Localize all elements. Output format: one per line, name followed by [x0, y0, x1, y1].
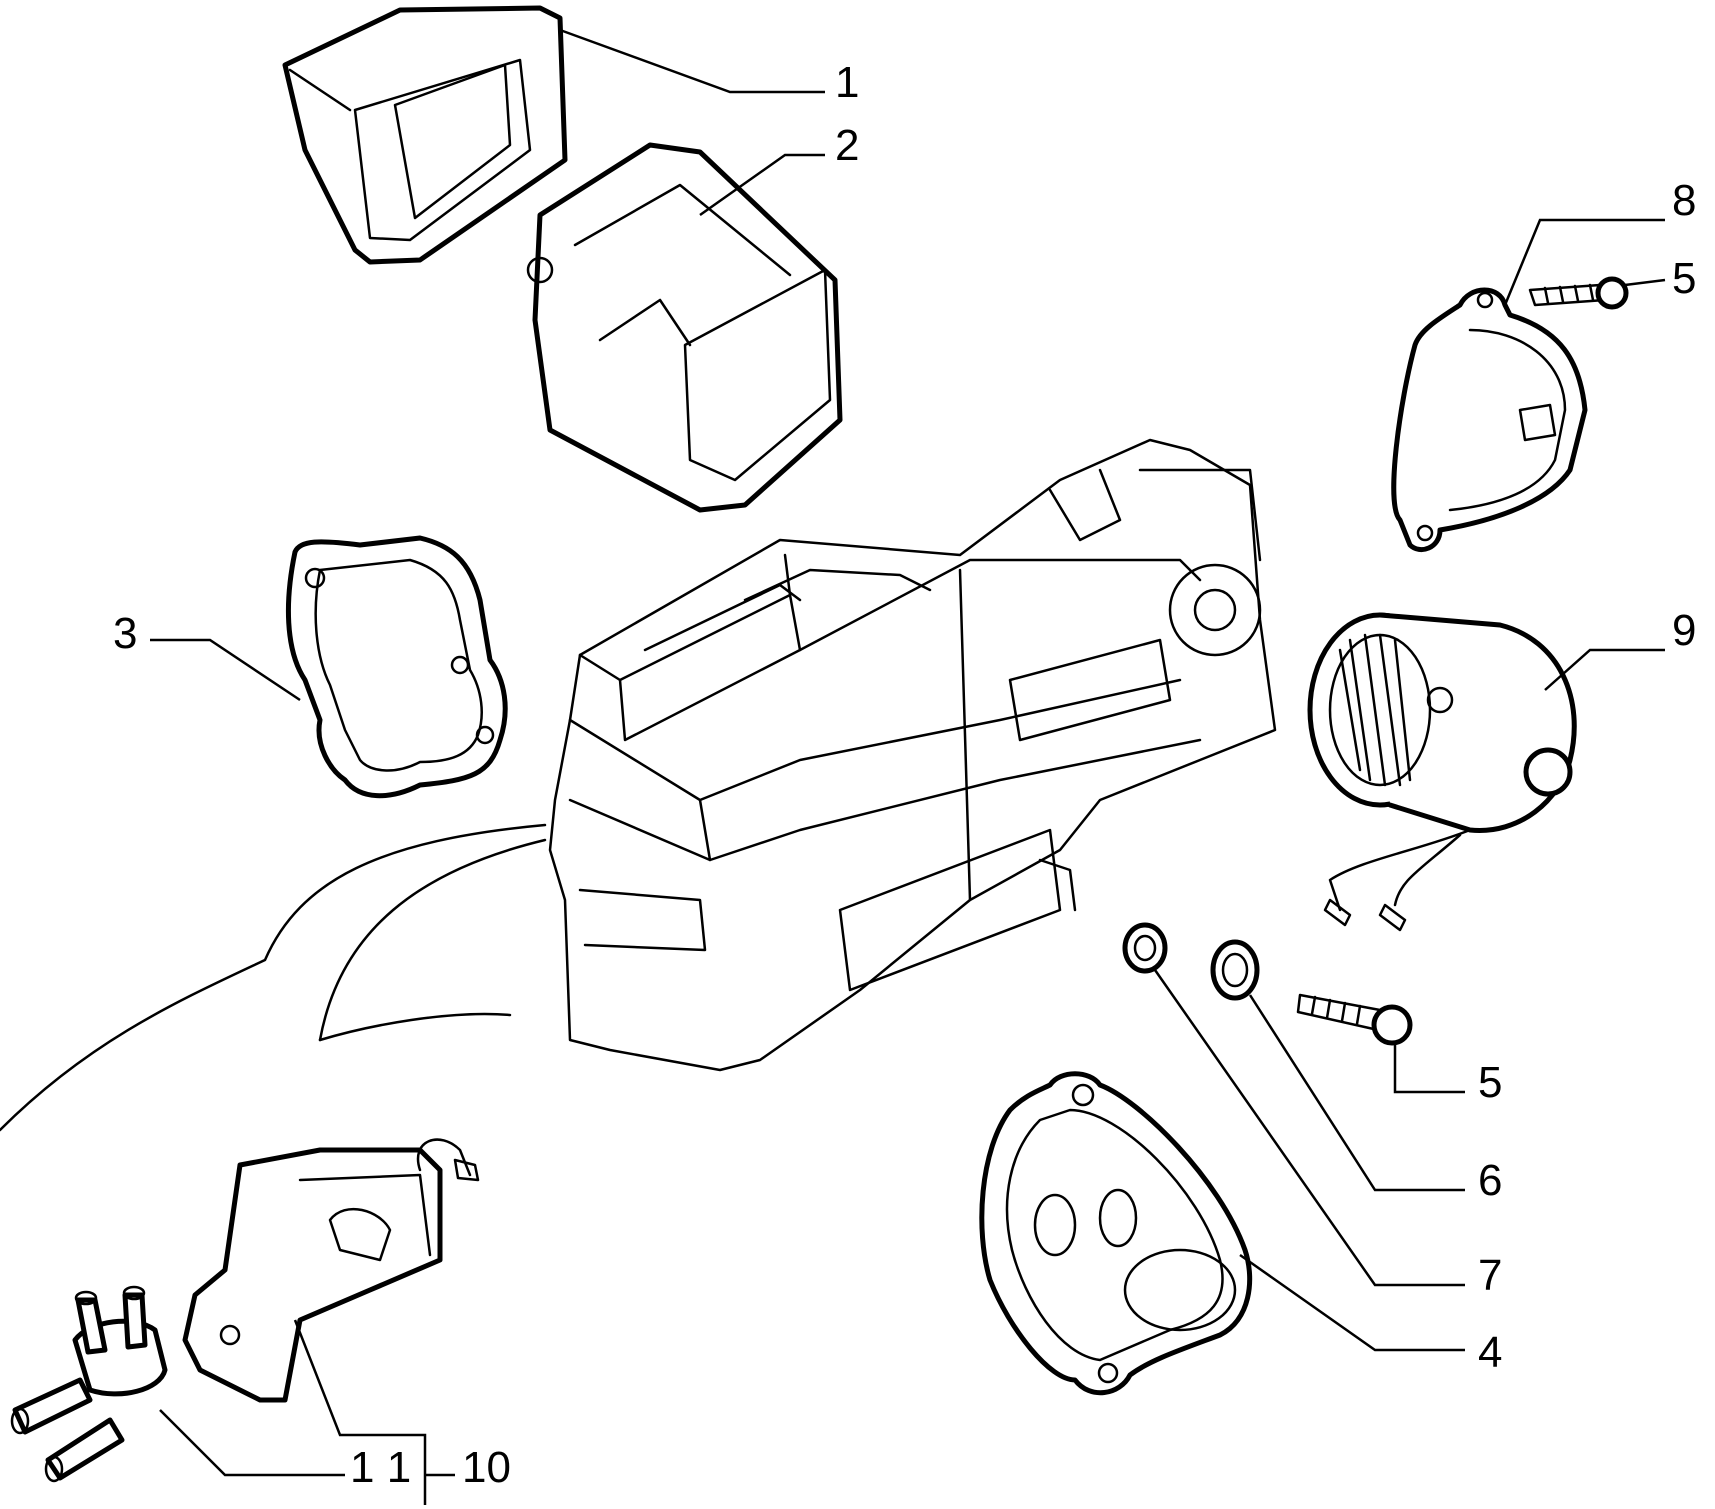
- leader-2: [699, 153, 825, 217]
- part-2-flap-housing: [526, 142, 843, 513]
- leader-9: [1544, 648, 1665, 691]
- leader-5a: [1624, 278, 1666, 287]
- part-4-cover-plate: [979, 1071, 1253, 1396]
- part-10-bracket: [182, 1138, 480, 1403]
- callout-6: 6: [1478, 1156, 1502, 1205]
- callout-1: 1: [835, 58, 859, 107]
- leader-11: [159, 1409, 345, 1477]
- leader-8: [1503, 218, 1665, 306]
- part-11-water-valve: [10, 1285, 168, 1483]
- leader-3: [150, 638, 301, 702]
- leader-4: [1239, 1253, 1465, 1352]
- part-1-air-duct: [282, 5, 568, 265]
- part-5-screw-bottom: [1296, 993, 1413, 1046]
- leader-7: [1153, 969, 1465, 1287]
- leader-10: [293, 1319, 455, 1505]
- part-8-actuator: [1391, 287, 1588, 552]
- callout-10: 10: [462, 1443, 511, 1492]
- callout-3: 3: [113, 609, 137, 658]
- dashboard-contour: [0, 823, 547, 1132]
- callout-9: 9: [1672, 606, 1696, 655]
- callout-2: 2: [835, 121, 859, 170]
- part-6-clip-washer: [1210, 939, 1260, 1001]
- callout-5-bottom: 5: [1478, 1058, 1502, 1107]
- part-5-screw-top: [1528, 276, 1629, 310]
- leader-5b: [1393, 1045, 1465, 1094]
- callout-11: 1 1: [350, 1443, 411, 1492]
- leader-6: [1248, 994, 1465, 1192]
- leader-lines: [150, 28, 1666, 1505]
- callout-4: 4: [1478, 1328, 1502, 1377]
- part-7-seal-ring: [1122, 922, 1168, 974]
- part-3-gasket: [285, 535, 508, 799]
- callout-5-top: 5: [1672, 254, 1696, 303]
- callout-7: 7: [1478, 1251, 1502, 1300]
- part-9-blower-motor: [1307, 612, 1577, 932]
- callout-8: 8: [1672, 176, 1696, 225]
- leader-1: [559, 28, 825, 94]
- central-hvac-unit: [548, 438, 1277, 1072]
